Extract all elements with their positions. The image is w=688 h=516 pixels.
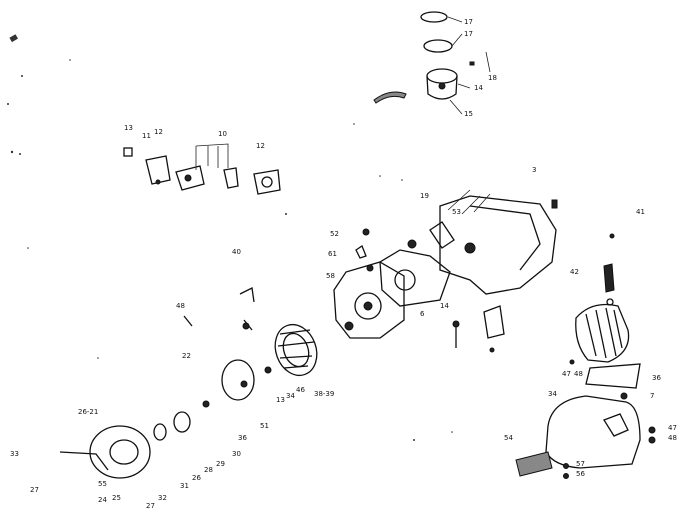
callout-c29: 46	[296, 386, 305, 394]
callout-c47: 27	[30, 486, 39, 494]
callout-c34: 51	[260, 422, 269, 430]
wrist-pin-clip	[373, 91, 407, 104]
scan-noise	[7, 34, 453, 441]
callout-c7: 11	[142, 132, 151, 140]
callout-c2: 17	[464, 30, 473, 38]
callout-c42: 28	[204, 466, 213, 474]
callout-c15: 52	[330, 230, 339, 238]
callout-c36: 48	[668, 434, 677, 442]
callout-c33: 26-21	[78, 408, 98, 416]
crankcase-assembly	[379, 189, 558, 307]
callout-c45: 32	[158, 494, 167, 502]
engine-housing	[333, 228, 405, 339]
callout-c5: 15	[464, 110, 473, 118]
callout-c49: 25	[112, 494, 121, 502]
callout-c4: 14	[474, 84, 483, 92]
piston-ring-second	[423, 39, 453, 53]
callout-c41: 29	[216, 460, 225, 468]
callout-c6: 13	[124, 124, 133, 132]
callout-c37: 36	[238, 434, 247, 442]
callout-c44: 26	[192, 474, 201, 482]
callout-c25: 48	[574, 370, 583, 378]
wrist-pin	[469, 61, 475, 66]
callout-c11: 3	[532, 166, 536, 174]
callout-c23: 22	[182, 352, 191, 360]
callout-c16: 61	[328, 250, 337, 258]
callout-c27: 13	[276, 396, 285, 404]
callout-c32: 7	[650, 392, 654, 400]
callout-c12: 19	[420, 192, 429, 200]
carburetor-group	[123, 143, 281, 195]
callout-c19: 42	[570, 268, 579, 276]
callout-c22: 6	[420, 310, 425, 318]
callout-c17: 58	[326, 272, 335, 280]
callout-c46: 27	[146, 502, 155, 510]
callout-c28: 34	[286, 392, 295, 400]
callout-c38: 54	[504, 434, 513, 442]
recoil-starter	[59, 359, 255, 479]
callout-c39: 33	[10, 450, 19, 458]
callout-c20: 48	[176, 302, 185, 310]
callout-c24: 47	[562, 370, 571, 378]
callout-c14: 41	[636, 208, 645, 216]
fasteners	[183, 233, 656, 479]
callout-c1: 17	[464, 18, 473, 26]
callout-c10: 12	[256, 142, 265, 150]
callout-c51: 56	[576, 470, 585, 478]
callout-c30: 38-39	[314, 390, 334, 398]
callout-c35: 47	[668, 424, 677, 432]
callout-c18: 40	[232, 248, 241, 256]
callout-c9: 10	[218, 130, 227, 138]
callout-c21: 14	[440, 302, 449, 310]
callout-c13: 53	[452, 208, 461, 216]
callout-c3: 18	[488, 74, 497, 82]
callout-c40: 30	[232, 450, 241, 458]
flywheel	[264, 323, 318, 377]
callout-c43: 31	[180, 482, 189, 490]
piston-ring-top	[420, 11, 448, 23]
callout-c52: 55	[98, 480, 107, 488]
callout-c50: 57	[576, 460, 585, 468]
callout-c26: 36	[652, 374, 661, 382]
callout-c8: 12	[154, 128, 163, 136]
cylinder	[575, 263, 630, 363]
callout-c31: 34	[548, 390, 557, 398]
muffler	[515, 363, 641, 477]
callout-c48: 24	[98, 496, 107, 504]
piston	[426, 68, 458, 100]
